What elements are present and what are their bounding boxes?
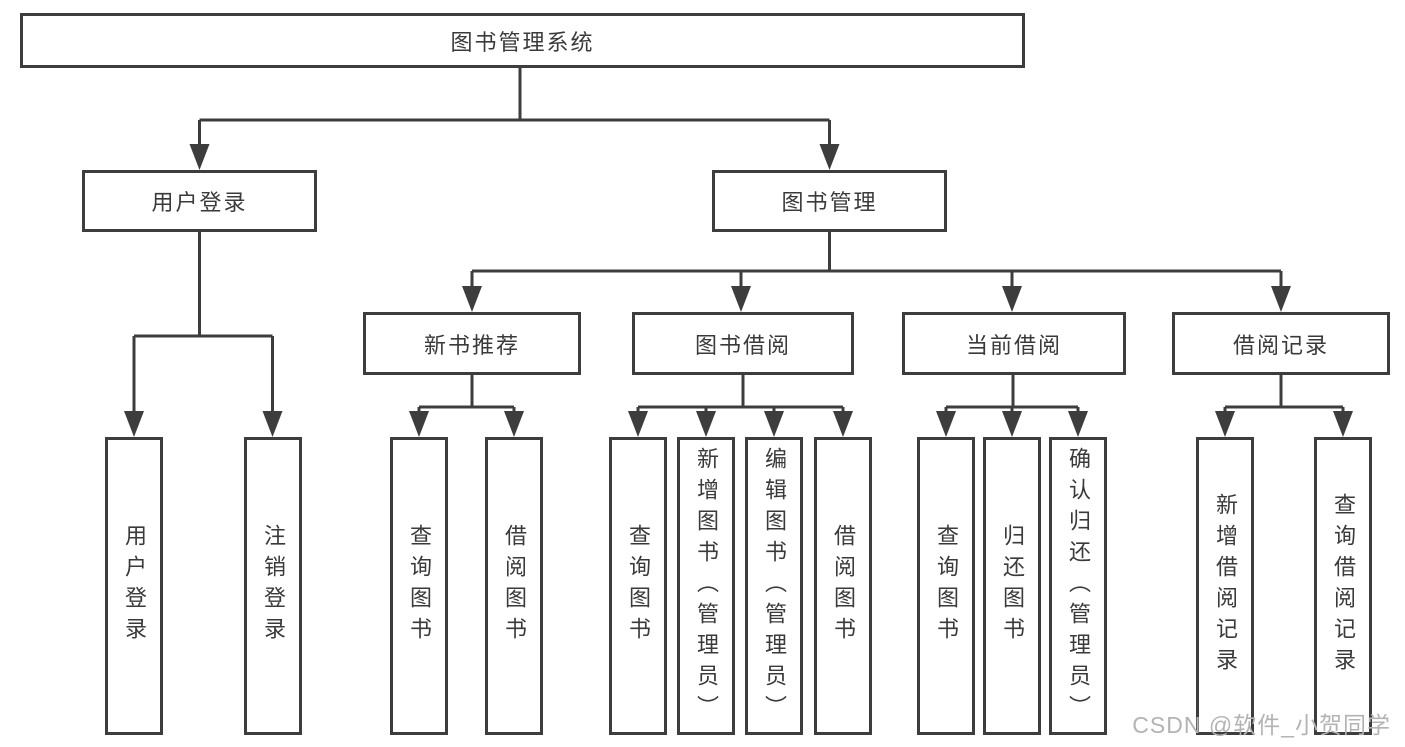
node-library-system: 图书管理系统: [20, 13, 1025, 68]
node-label: 图书借阅: [694, 332, 791, 358]
arrowhead: [1002, 411, 1022, 437]
node-label: 新书推荐: [423, 332, 520, 358]
arrowhead: [124, 411, 144, 437]
node-new-book-recommend: 新书推荐: [363, 312, 581, 375]
leaf-query-borrow-record: 查询借阅记录: [1314, 437, 1372, 735]
leaf-borrow-borrow-book: 借阅图书: [814, 437, 872, 735]
leaf-logout: 注销登录: [244, 437, 302, 735]
node-label: 查询图书: [626, 524, 651, 648]
leaf-user-login: 用户登录: [105, 437, 163, 735]
leaf-return-book: 归还图书: [983, 437, 1041, 735]
node-label: 当前借阅: [965, 332, 1062, 358]
connector-borrow-records-branch: [1223, 375, 1345, 433]
arrowhead: [936, 411, 956, 437]
node-label: 注销登录: [261, 524, 286, 648]
arrowhead: [833, 411, 853, 437]
node-book-management: 图书管理: [712, 170, 947, 232]
node-label: 借阅图书: [831, 524, 856, 648]
connector-root-to-level2: [198, 68, 831, 166]
node-label: 新增借阅记录: [1213, 493, 1238, 679]
leaf-newrec-borrow-book: 借阅图书: [485, 437, 543, 735]
arrowhead: [731, 286, 751, 312]
arrowhead: [1333, 411, 1353, 437]
leaf-current-query-book: 查询图书: [917, 437, 975, 735]
arrowhead: [1215, 411, 1235, 437]
connector-book-mgmt-branch: [470, 232, 1283, 308]
node-label: 查询图书: [407, 524, 432, 648]
node-label: 图书管理系统: [450, 29, 595, 55]
arrowhead: [696, 411, 716, 437]
leaf-edit-book-admin: 编辑图书（管理员）: [745, 437, 803, 735]
node-user-login: 用户登录: [82, 170, 317, 232]
node-label: 图书管理: [781, 190, 878, 215]
node-book-borrow: 图书借阅: [632, 312, 854, 375]
arrowhead: [1002, 286, 1022, 312]
leaf-add-book-admin: 新增图书（管理员）: [677, 437, 735, 735]
leaf-borrow-query-book: 查询图书: [609, 437, 667, 735]
connector-user-login-branch: [132, 232, 274, 433]
node-label: 查询图书: [934, 524, 959, 648]
node-label: 确认归还（管理员）: [1066, 446, 1091, 726]
arrowhead: [504, 411, 524, 437]
node-label: 新增图书（管理员）: [694, 446, 719, 726]
arrowhead: [764, 411, 784, 437]
arrowhead: [262, 411, 283, 437]
connector-book-borrow-branch: [636, 375, 845, 433]
arrowhead: [409, 411, 429, 437]
node-label: 用户登录: [122, 524, 147, 648]
node-borrow-records: 借阅记录: [1172, 312, 1390, 375]
node-label: 查询借阅记录: [1331, 493, 1356, 679]
arrowhead: [1068, 411, 1088, 437]
leaf-newrec-query-book: 查询图书: [390, 437, 448, 735]
arrowhead: [819, 144, 840, 170]
node-label: 编辑图书（管理员）: [762, 446, 787, 726]
csdn-watermark: CSDN @软件_小贺同学: [1132, 712, 1391, 738]
node-label: 借阅图书: [502, 524, 527, 648]
node-current-borrow: 当前借阅: [902, 312, 1126, 375]
node-label: 借阅记录: [1232, 332, 1329, 358]
arrowhead: [628, 411, 648, 437]
arrowhead: [462, 286, 482, 312]
arrowhead: [189, 144, 210, 170]
node-label: 归还图书: [1000, 524, 1025, 648]
leaf-add-borrow-record: 新增借阅记录: [1196, 437, 1254, 735]
arrowhead: [1271, 286, 1291, 312]
connector-new-book-rec-branch: [417, 375, 516, 433]
node-label: 用户登录: [151, 190, 248, 215]
leaf-confirm-return-admin: 确认归还（管理员）: [1049, 437, 1107, 735]
